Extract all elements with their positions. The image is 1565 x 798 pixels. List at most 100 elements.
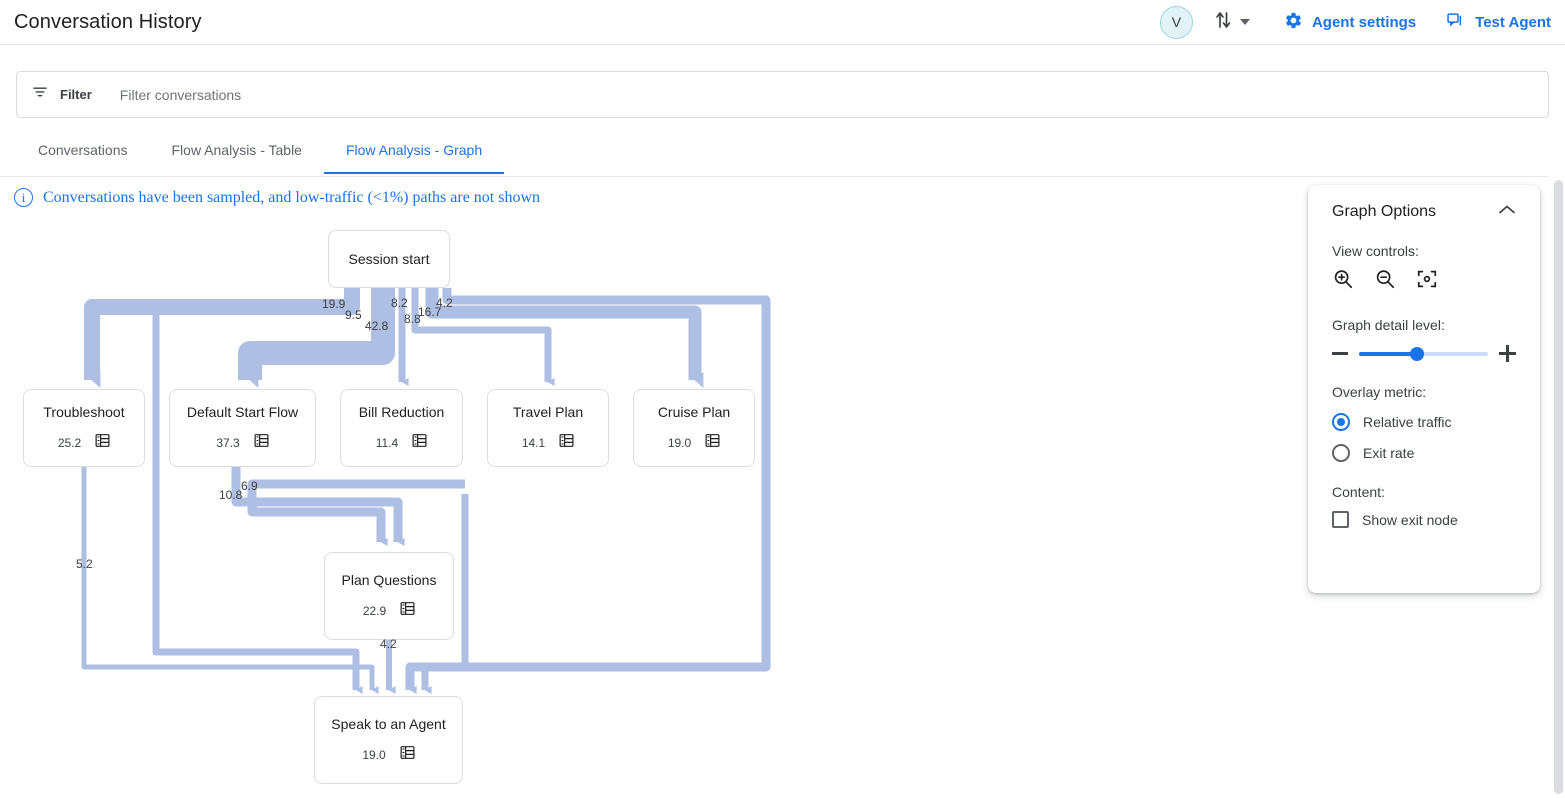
graph-node-speak-to-an-agent[interactable]: Speak to an Agent 19.0: [314, 696, 463, 784]
minus-icon[interactable]: [1332, 352, 1348, 355]
radio-button[interactable]: [1332, 413, 1350, 431]
table-view-icon[interactable]: [705, 433, 720, 453]
tab-flow-analysis-table[interactable]: Flow Analysis - Table: [171, 142, 302, 158]
page-title: Conversation History: [14, 10, 202, 33]
graph-options-panel: Graph Options View controls:: [1308, 185, 1540, 593]
plus-icon[interactable]: [1499, 345, 1516, 362]
tab-flow-analysis-graph[interactable]: Flow Analysis - Graph: [323, 134, 505, 174]
chat-bubble-icon: [1446, 11, 1466, 34]
agent-settings-button[interactable]: Agent settings: [1284, 11, 1416, 34]
edge-label: 6.9: [241, 479, 258, 493]
node-metric: 19.0: [668, 433, 720, 453]
flow-edges: [81, 288, 771, 694]
graph-options-title: Graph Options: [1332, 203, 1437, 220]
table-view-icon[interactable]: [400, 745, 415, 765]
avatar-initial: V: [1171, 14, 1182, 30]
agent-settings-label: Agent settings: [1311, 13, 1417, 31]
fit-to-screen-icon[interactable]: [1416, 268, 1438, 295]
graph-options-header: Graph Options: [1332, 203, 1516, 221]
sampling-banner: i Conversations have been sampled, and l…: [14, 188, 540, 207]
filter-icon: [31, 83, 49, 106]
detail-level-slider-row: [1332, 345, 1516, 362]
node-value: 14.1: [521, 435, 546, 450]
sort-arrows-icon: [1215, 10, 1232, 35]
node-metric: 11.4: [376, 433, 427, 453]
vertical-scrollbar-track[interactable]: [1552, 176, 1565, 798]
view-controls-label: View controls:: [1332, 243, 1419, 259]
radio-relative-traffic[interactable]: Relative traffic: [1332, 413, 1516, 431]
vertical-scrollbar-thumb[interactable]: [1554, 180, 1563, 794]
filter-label: Filter: [60, 87, 92, 102]
graph-node-plan-questions[interactable]: Plan Questions 22.9: [324, 552, 454, 640]
node-metric: 25.2: [58, 433, 110, 453]
edge-label: 5.2: [76, 557, 93, 571]
table-view-icon[interactable]: [254, 433, 269, 453]
edge-label: 8.8: [404, 312, 421, 326]
gear-icon: [1284, 11, 1303, 34]
filter-bar[interactable]: Filter: [16, 71, 1549, 118]
node-value: 19.0: [362, 747, 386, 762]
zoom-in-icon[interactable]: [1332, 268, 1354, 295]
node-value: 22.9: [362, 603, 387, 618]
node-value: 11.4: [375, 435, 399, 450]
detail-level-label: Graph detail level:: [1332, 317, 1445, 333]
radio-label: Exit rate: [1363, 445, 1415, 461]
content-label: Content:: [1332, 484, 1385, 500]
node-label: Plan Questions: [341, 571, 437, 588]
node-value: 37.3: [216, 435, 240, 450]
node-value: 25.2: [57, 435, 82, 450]
table-view-icon[interactable]: [559, 433, 574, 453]
node-label: Speak to an Agent: [331, 715, 446, 732]
avatar[interactable]: V: [1159, 5, 1193, 39]
edge-label: 19.9: [322, 297, 346, 311]
chevron-up-icon[interactable]: [1498, 204, 1516, 220]
sampling-banner-text: Conversations have been sampled, and low…: [43, 188, 541, 206]
view-controls: [1332, 268, 1516, 295]
filter-input[interactable]: [117, 85, 618, 104]
graph-node-cruise-plan[interactable]: Cruise Plan 19.0: [633, 389, 755, 467]
graph-node-session-start[interactable]: Session start: [328, 230, 450, 288]
edge-label: 42.8: [365, 319, 389, 333]
info-icon: i: [14, 188, 33, 207]
graph-node-bill-reduction[interactable]: Bill Reduction 11.4: [340, 389, 463, 467]
node-label: Bill Reduction: [358, 403, 445, 420]
tab-conversations[interactable]: Conversations: [38, 142, 128, 158]
radio-exit-rate[interactable]: Exit rate: [1332, 444, 1516, 462]
node-metric: 37.3: [216, 433, 269, 453]
node-metric: 19.0: [362, 745, 415, 765]
tab-bar-divider: [0, 176, 1549, 177]
graph-node-travel-plan[interactable]: Travel Plan 14.1: [487, 389, 609, 467]
node-label: Session start: [348, 251, 430, 267]
edge-label: 9.5: [345, 308, 362, 322]
overlay-metric-label: Overlay metric:: [1332, 384, 1427, 400]
node-metric: 14.1: [522, 433, 574, 453]
node-label: Travel Plan: [512, 403, 584, 420]
detail-level-slider[interactable]: [1359, 346, 1488, 361]
radio-label: Relative traffic: [1363, 414, 1452, 430]
flow-graph-canvas[interactable]: Session start Troubleshoot 25.2: [0, 212, 1540, 798]
radio-button[interactable]: [1332, 444, 1350, 462]
table-view-icon[interactable]: [412, 433, 427, 453]
graph-node-default-start-flow[interactable]: Default Start Flow 37.3: [169, 389, 316, 467]
slider-knob[interactable]: [1410, 346, 1425, 361]
node-label: Default Start Flow: [186, 403, 299, 420]
edge-label: 16.7: [418, 305, 442, 319]
zoom-out-icon[interactable]: [1374, 268, 1396, 295]
table-view-icon[interactable]: [95, 433, 110, 453]
sort-order-control[interactable]: [1215, 10, 1250, 35]
test-agent-button[interactable]: Test Agent: [1446, 11, 1551, 34]
node-metric: 22.9: [363, 601, 415, 621]
checkbox-show-exit-node[interactable]: Show exit node: [1332, 511, 1516, 528]
table-view-icon[interactable]: [400, 601, 415, 621]
slider-fill: [1359, 351, 1418, 356]
top-bar-actions: V Agent settings: [1159, 0, 1565, 44]
graph-node-troubleshoot[interactable]: Troubleshoot 25.2: [23, 389, 145, 467]
tab-bar: Conversations Flow Analysis - Table Flow…: [16, 134, 505, 174]
checkbox-label: Show exit node: [1362, 511, 1458, 528]
test-agent-label: Test Agent: [1475, 13, 1551, 31]
edge-label: 10.8: [219, 488, 243, 502]
checkbox[interactable]: [1332, 511, 1349, 528]
node-label: Troubleshoot: [43, 403, 125, 420]
edge-label: 4.2: [436, 296, 453, 310]
